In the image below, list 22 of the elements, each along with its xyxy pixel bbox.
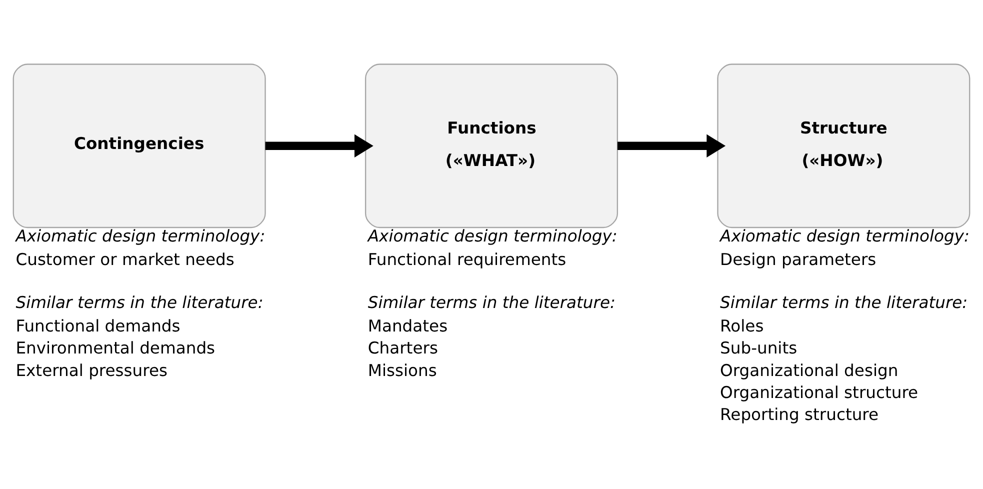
node-label: Reporting structure [720, 404, 879, 424]
node-label: Organizational design [720, 360, 898, 380]
node-label: Axiomatic design terminology: [368, 226, 618, 246]
node-label: Similar terms in the literature: [720, 292, 968, 312]
node-label: Charters [368, 338, 438, 358]
node-label: Environmental demands [16, 338, 216, 358]
node-label: Similar terms in the literature: [16, 292, 264, 312]
node-label: Design parameters [720, 250, 876, 269]
node-label: Axiomatic design terminology: [720, 226, 970, 246]
node-label: Functional demands [16, 316, 180, 336]
node-label: Similar terms in the literature: [368, 292, 616, 312]
node-label: Missions [368, 360, 437, 380]
node-label: Axiomatic design terminology: [16, 226, 266, 246]
node-label: Roles [720, 316, 764, 336]
node-label: Organizational structure [720, 382, 918, 402]
node-label: Customer or market needs [16, 250, 234, 269]
node-label: Functional requirements [368, 250, 566, 269]
arrow [617, 134, 726, 157]
arrow [265, 134, 374, 157]
node-label: Mandates [368, 316, 448, 336]
node-label: Sub-units [720, 338, 798, 358]
node-label: External pressures [16, 360, 168, 380]
